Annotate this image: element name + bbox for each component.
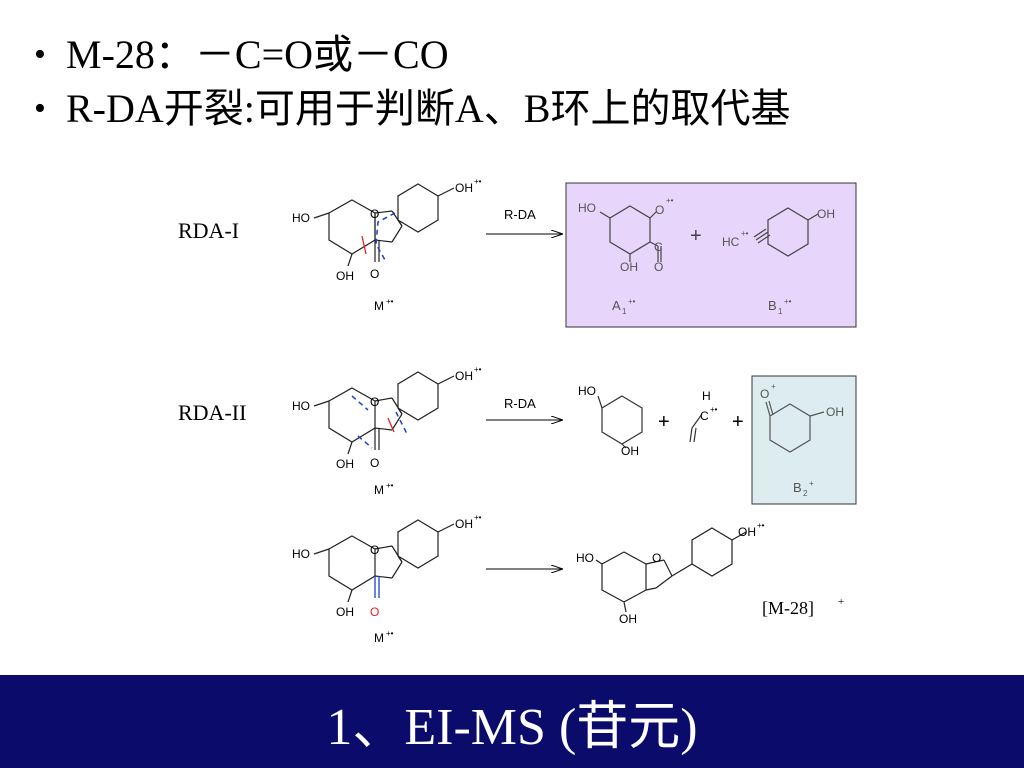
bullet-icon: • (34, 90, 46, 127)
atom-label: OH (826, 405, 844, 419)
cleavage-line (395, 411, 409, 437)
plus-sign: + (732, 411, 744, 433)
bullet-item: • R-DA开裂:可用于判断A、B环上的取代基 (28, 82, 790, 136)
slide-title: 1、EI-MS (苷元) (326, 699, 698, 756)
arrow-label: R-DA (504, 396, 536, 411)
fragment-sub: 2 (803, 489, 808, 498)
atom-label: O (655, 203, 664, 217)
fragment-b1-structure (753, 207, 819, 257)
fragment-sub: 1 (778, 307, 783, 316)
ion-charge: +• (386, 629, 394, 638)
radical-cation-label: +• (474, 365, 482, 374)
atom-label: O (654, 260, 663, 274)
fragment-sup: +• (784, 297, 792, 306)
atom-label: O (370, 395, 379, 409)
benzofuran-product-structure (595, 527, 747, 613)
atom-label: OH (336, 605, 354, 619)
fragment-box-a1-b1 (565, 182, 857, 328)
row-label-rda2: RDA-II (178, 400, 246, 425)
atom-label: O (370, 267, 379, 281)
atom-label: OH (455, 181, 473, 195)
fragment-resorcinol-structure (597, 395, 643, 449)
bullet-text: M-28：－C=O或－CO (66, 32, 449, 77)
atom-label: OH (455, 369, 473, 383)
bullet-item: • M-28：－C=O或－CO (28, 28, 790, 82)
atom-label: HC (722, 235, 740, 249)
cleavage-line (351, 395, 373, 449)
atom-label: OH (620, 260, 638, 274)
fragment-label-b2: B (793, 480, 802, 495)
atom-label: OH (336, 457, 354, 471)
flavone-molecule-row2 (313, 371, 455, 455)
radical-cation-label: +• (741, 229, 749, 238)
slide-title-banner: 1、EI-MS (苷元) (0, 675, 1024, 768)
radical-cation-label: +• (474, 513, 482, 522)
flavone-molecule-row3 (313, 519, 455, 603)
row-label-rda1: RDA-I (178, 218, 239, 243)
atom-label: OH (455, 517, 473, 531)
radical-cation-label: +• (666, 196, 674, 205)
fragment-label-a1: A (612, 298, 621, 313)
ion-charge: +• (386, 297, 394, 306)
atom-label: C (700, 409, 709, 423)
radical-cation-label: +• (474, 177, 482, 186)
bullet-icon: • (34, 36, 46, 73)
radical-cation-label: +• (757, 521, 765, 530)
plus-sign: + (658, 411, 670, 433)
fragment-box-b2 (751, 375, 857, 505)
fragment-sup: + (838, 596, 844, 608)
ion-charge: +• (386, 481, 394, 490)
atom-label: HO (292, 399, 310, 413)
atom-label: OH (619, 612, 637, 626)
ion-label: M (374, 631, 384, 645)
atom-label: OH (817, 207, 835, 221)
atom-label: O (652, 551, 661, 565)
atom-label: O (370, 543, 379, 557)
radical-cation-label: +• (710, 405, 718, 414)
fragmentation-scheme: RDA-I RDA-II HO O O OH OH +• M +• R-DA (178, 177, 857, 645)
atom-label: OH (336, 269, 354, 283)
fragment-sup: + (771, 382, 776, 391)
fragment-b2-structure (765, 400, 825, 453)
atom-label: O (760, 387, 769, 401)
atom-label: HO (292, 547, 310, 561)
atom-label: HO (578, 201, 596, 215)
flavone-molecule-row1 (313, 183, 455, 267)
fragment-carbene-structure (689, 413, 703, 443)
atom-label: H (702, 389, 711, 403)
atom-label: C (654, 240, 663, 254)
bullet-list: • M-28：－C=O或－CO • R-DA开裂:可用于判断A、B环上的取代基 (28, 28, 790, 136)
ion-label: M (374, 483, 384, 497)
arrow-label: R-DA (504, 207, 536, 222)
cleavage-line (375, 212, 396, 261)
atom-label: O (370, 207, 379, 221)
fragment-label-b1: B (768, 298, 777, 313)
fragment-label-m28: [M-28] (762, 598, 814, 618)
plus-sign: + (690, 225, 702, 247)
fragment-sup: +• (628, 297, 636, 306)
bullet-text: R-DA开裂:可用于判断A、B环上的取代基 (66, 86, 791, 131)
fragment-sup: + (809, 479, 814, 488)
fragment-sub: 1 (622, 307, 627, 316)
atom-label: HO (292, 211, 310, 225)
ion-label: M (374, 299, 384, 313)
fragment-a1-structure (599, 205, 662, 262)
atom-label: HO (578, 384, 596, 398)
atom-label: HO (576, 551, 594, 565)
atom-label: O (370, 456, 379, 470)
atom-label: O (370, 605, 379, 619)
atom-label: OH (621, 444, 639, 458)
atom-label: OH (738, 525, 756, 539)
